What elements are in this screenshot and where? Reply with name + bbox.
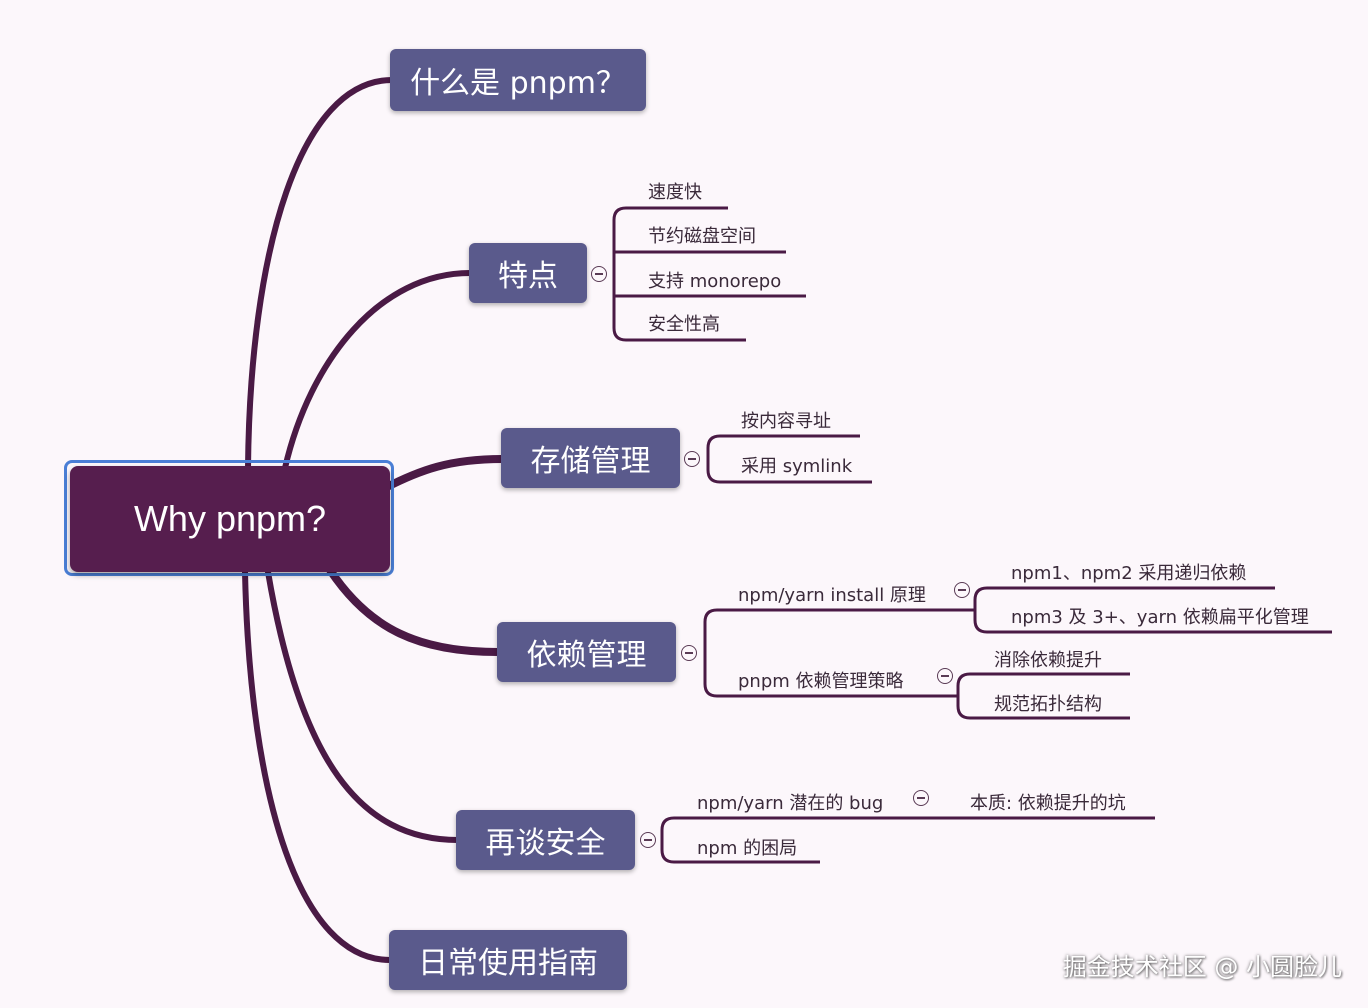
- features-line-4: [612, 273, 746, 342]
- deps-strategy-line-1: [956, 672, 1130, 696]
- features-line-1: [612, 206, 728, 273]
- subtopic-topology[interactable]: 规范拓扑结构: [994, 694, 1102, 715]
- branch-storage: [381, 455, 506, 492]
- branch-guide: [242, 569, 393, 963]
- branch-security: [265, 569, 461, 843]
- subtopic-speed[interactable]: 速度快: [648, 182, 702, 203]
- collapse-deps-icon[interactable]: [681, 645, 697, 661]
- branch-what: [245, 77, 395, 471]
- topic-what-is-pnpm[interactable]: 什么是 pnpm？: [390, 49, 646, 111]
- topic-security[interactable]: 再谈安全: [456, 810, 635, 870]
- subtopic-eliminate-hoisting[interactable]: 消除依赖提升: [994, 650, 1102, 671]
- subtopic-disk-space[interactable]: 节约磁盘空间: [648, 226, 756, 247]
- root-node[interactable]: Why pnpm?: [70, 466, 390, 572]
- watermark: 掘金技术社区 @ 小圆脸儿: [1062, 953, 1342, 981]
- deps-strategy-line-2: [956, 696, 1130, 720]
- collapse-storage-icon[interactable]: [684, 451, 700, 467]
- collapse-features-icon[interactable]: [591, 266, 607, 282]
- collapse-bug-icon[interactable]: [913, 790, 929, 806]
- storage-line-1: [706, 434, 860, 459]
- topic-features[interactable]: 特点: [469, 243, 587, 303]
- subtopic-security-high[interactable]: 安全性高: [648, 314, 720, 335]
- subtopic-content-addressing[interactable]: 按内容寻址: [741, 411, 831, 432]
- topic-daily-guide[interactable]: 日常使用指南: [389, 930, 627, 990]
- branch-deps: [326, 566, 502, 656]
- subtopic-npm12-recursive[interactable]: npm1、npm2 采用递归依赖: [1011, 563, 1247, 584]
- security-line-dilemma: [660, 840, 820, 864]
- deps-line-install: [703, 608, 975, 652]
- collapse-security-icon[interactable]: [640, 832, 656, 848]
- topic-dependency-management[interactable]: 依赖管理: [497, 622, 676, 682]
- deps-line-strategy: [703, 652, 958, 698]
- subtopic-pnpm-strategy[interactable]: pnpm 依赖管理策略: [738, 671, 904, 692]
- root-selection-outline: [64, 460, 394, 576]
- deps-install-line-2: [973, 610, 1332, 634]
- topic-storage[interactable]: 存储管理: [501, 428, 680, 488]
- branch-features: [282, 270, 473, 471]
- storage-line-2: [706, 459, 872, 484]
- subtopic-potential-bug[interactable]: npm/yarn 潜在的 bug: [697, 793, 884, 814]
- security-line-bug: [660, 816, 1155, 840]
- deps-install-line-1: [973, 586, 1275, 610]
- subtopic-monorepo[interactable]: 支持 monorepo: [648, 271, 782, 292]
- subtopic-install-principle[interactable]: npm/yarn install 原理: [738, 585, 926, 606]
- subtopic-hoisting-pitfall[interactable]: 本质: 依赖提升的坑: [970, 793, 1126, 814]
- subtopic-npm-dilemma[interactable]: npm 的困局: [697, 838, 798, 859]
- subtopic-npm3-flat[interactable]: npm3 及 3+、yarn 依赖扁平化管理: [1011, 607, 1309, 628]
- collapse-install-icon[interactable]: [954, 582, 970, 598]
- collapse-strategy-icon[interactable]: [937, 668, 953, 684]
- subtopic-symlink[interactable]: 采用 symlink: [741, 456, 853, 477]
